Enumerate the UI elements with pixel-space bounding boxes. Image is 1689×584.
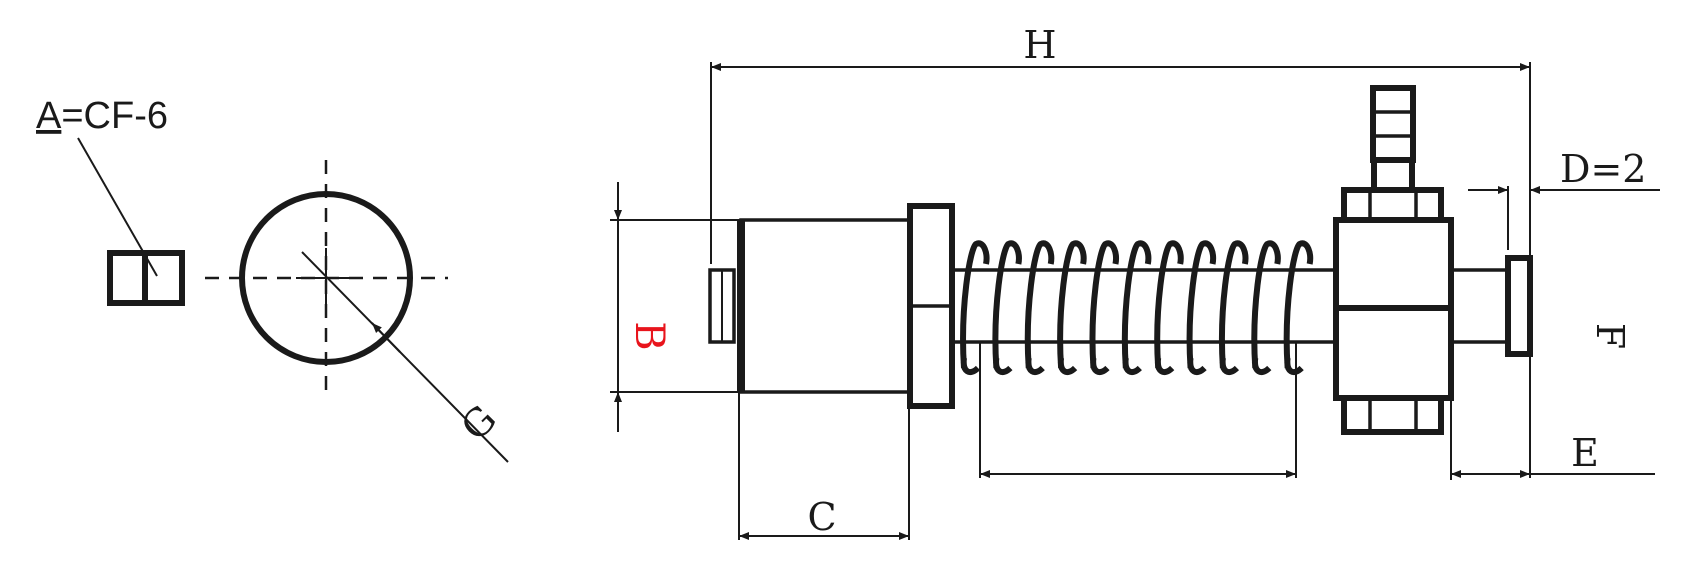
spring-coil	[1089, 240, 1119, 376]
housing-top-nut	[1341, 187, 1444, 223]
spring	[960, 240, 1314, 376]
label-e: E	[1571, 431, 1599, 475]
spring-coil	[1218, 240, 1249, 376]
spring-coil	[1154, 240, 1184, 376]
end-view: A=CF-6 G	[36, 95, 509, 463]
label-a-value: =CF-6	[61, 95, 168, 137]
label-d: D=2	[1560, 147, 1646, 191]
cylinder-body	[739, 218, 911, 394]
spring-coil	[1024, 240, 1055, 376]
end-circle	[239, 191, 413, 365]
label-h: H	[1023, 23, 1056, 67]
housing-bottom-nut	[1341, 395, 1444, 435]
leader-g-arrow	[371, 322, 401, 353]
leader-g	[301, 251, 509, 463]
spring-coil	[992, 240, 1022, 376]
spring-coil	[1283, 240, 1314, 376]
shaft	[950, 268, 1338, 344]
label-a: A=CF-6	[36, 95, 168, 137]
end-cap	[1505, 255, 1533, 357]
label-g: G	[453, 397, 506, 450]
label-f: F	[1588, 323, 1632, 349]
spring-coil	[1186, 240, 1217, 376]
side-view: H B C	[610, 23, 1660, 540]
spring-coil	[1121, 240, 1152, 376]
spring-coil	[1057, 240, 1087, 376]
spring-coil	[960, 240, 990, 376]
label-a-prefix: A	[36, 95, 62, 137]
label-b: B	[626, 321, 672, 350]
top-fitting-head	[1370, 85, 1416, 163]
top-fitting-neck	[1371, 157, 1415, 193]
label-c: C	[807, 495, 836, 539]
spring-coil	[1251, 240, 1281, 376]
